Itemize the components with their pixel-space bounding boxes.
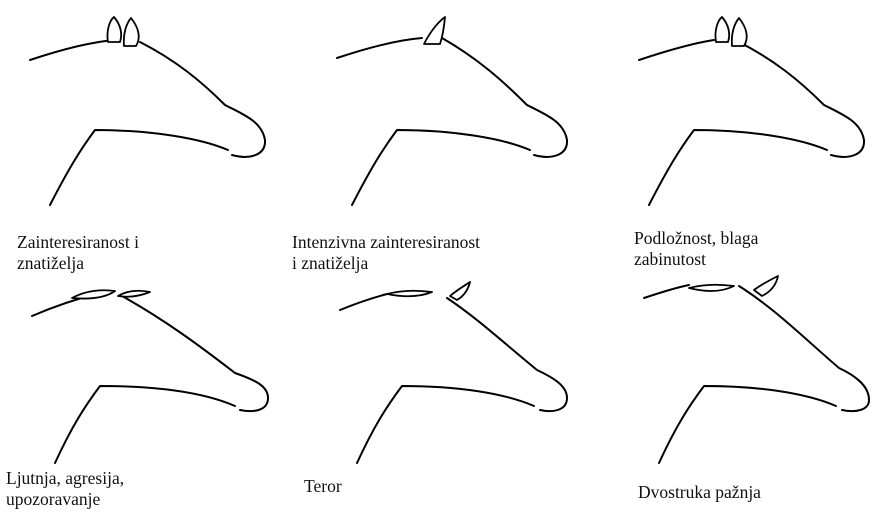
ear-back — [387, 291, 432, 296]
caption-4: Ljutnja, agresija, upozoravanje — [6, 468, 124, 510]
ear-pricked — [424, 17, 445, 44]
neck-top-line — [337, 38, 422, 58]
ear-back — [689, 285, 734, 291]
neck-top-line — [639, 40, 714, 60]
jaw-line — [357, 386, 534, 463]
panel-interest: Zainteresiranost i znatiželja — [0, 0, 292, 257]
head-profile-line — [739, 42, 864, 157]
jaw-line — [649, 130, 827, 205]
panel-submission: Podložnost, blaga zabinutost — [584, 0, 876, 257]
jaw-line — [352, 130, 530, 205]
head-profile-line — [442, 38, 567, 157]
neck-top-line — [644, 285, 689, 298]
ear-pinned-front — [72, 290, 115, 298]
caption-5: Teror — [304, 476, 342, 497]
ear-left — [715, 17, 729, 42]
ear-right — [124, 18, 139, 46]
horse-head-illustration — [0, 0, 292, 257]
horse-head-illustration — [292, 0, 584, 257]
head-profile-line — [739, 286, 869, 411]
panel-divided-attention: Dvostruka pažnja — [584, 258, 876, 515]
caption-6: Dvostruka pažnja — [638, 482, 761, 503]
panel-anger: Ljutnja, agresija, upozoravanje — [0, 258, 292, 515]
head-profile-line — [447, 298, 567, 411]
neck-top-line — [30, 40, 115, 60]
jaw-line — [659, 386, 836, 463]
horse-head-illustration — [584, 258, 876, 515]
ear-left — [107, 17, 121, 42]
ear-forward — [450, 282, 470, 300]
jaw-line — [50, 130, 228, 205]
ear-forward — [754, 276, 778, 296]
ear-right — [732, 18, 747, 46]
panel-terror: Teror — [292, 258, 584, 515]
head-profile-line — [140, 42, 265, 157]
horse-head-illustration — [584, 0, 876, 257]
neck-top-line — [340, 294, 387, 310]
panel-intense-interest: Intenzivna zainteresiranost i znatiželja — [292, 0, 584, 257]
jaw-line — [55, 386, 235, 463]
ear-pinned-back — [118, 291, 150, 297]
